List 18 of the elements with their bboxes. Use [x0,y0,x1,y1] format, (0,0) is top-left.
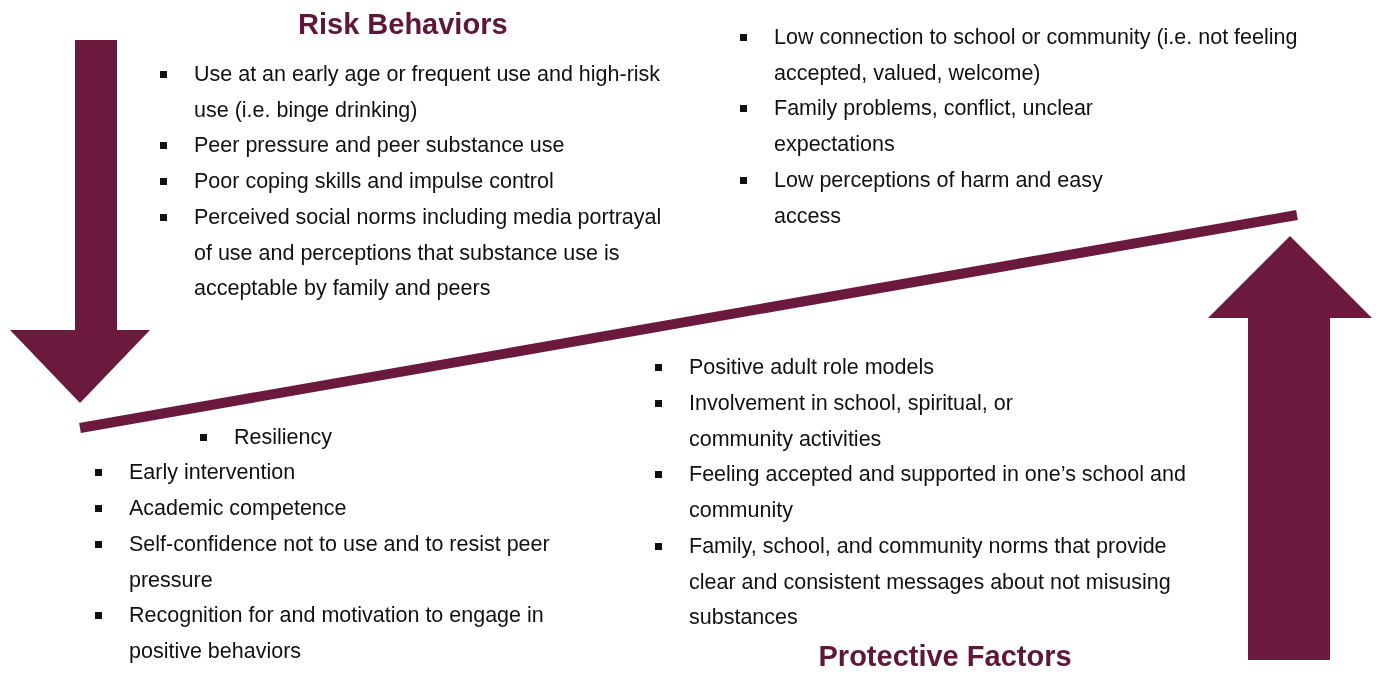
heading-text: Protective Factors [818,640,1072,673]
bullet-item: Resiliency [200,420,500,456]
bullet-item: Low perceptions of harm and easy access [740,163,1150,234]
heading-text: Risk Behaviors [298,8,508,41]
bullet-item: Peer pressure and peer substance use [160,128,700,164]
bullet-item: Feeling accepted and supported in one’s school and community [655,457,1195,528]
bullet-item: Use at an early age or frequent use and high-risk use (i.e. binge drinking) [160,57,700,128]
bullet-item: Recognition for and motivation to engage in positive behaviors [95,598,565,669]
bullet-item: Family problems, conflict, unclear expectations [740,91,1190,162]
bullet-item: Self-confidence not to use and to resist peer pressure [95,527,635,598]
bullet-item: Poor coping skills and impulse control [160,164,700,200]
bullet-item: Involvement in school, spiritual, or community activities [655,386,1095,457]
bullet-item: Early intervention [95,455,635,491]
bullet-item: Positive adult role models [655,350,1215,386]
bullet-item: Academic competence [95,491,635,527]
bullet-item: Low connection to school or community (i.e. not feeling accepted, valued, welcome) [740,20,1320,91]
bullet-item: Perceived social norms including media portrayal of use and perceptions that substance use is acceptable by family and peers [160,200,680,307]
bullet-item: Family, school, and community norms that provide clear and consistent messages about not misusing substances [655,529,1215,636]
